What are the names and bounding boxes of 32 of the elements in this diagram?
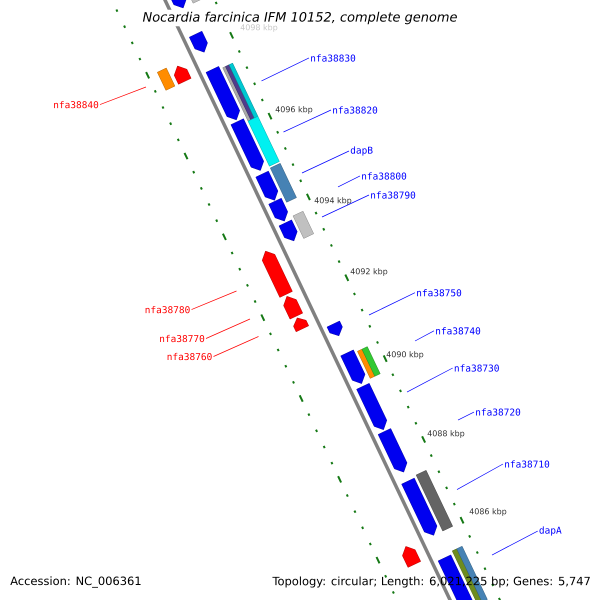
gene-label: nfa38750 — [417, 289, 462, 296]
gene-label: nfa38730 — [454, 364, 499, 372]
leader-line — [368, 292, 416, 316]
leader-line — [213, 336, 259, 357]
leader-line — [492, 530, 538, 556]
gene-label: nfa38820 — [333, 106, 378, 114]
leader-line — [206, 318, 250, 339]
leader-line — [283, 110, 332, 132]
leader-line — [338, 176, 360, 188]
gene-label: nfa38760 — [168, 352, 212, 360]
leader-line — [191, 290, 237, 310]
gene-label: nfa38780 — [146, 306, 190, 314]
gene-label: nfa38840 — [54, 100, 98, 108]
leader-line — [100, 86, 146, 105]
footer-text: Accession: NC_006361 — [10, 576, 141, 588]
gene-label: nfa38770 — [160, 334, 204, 342]
leader-line — [302, 150, 350, 174]
gene-label: nfa38800 — [362, 172, 406, 180]
footer-text: Topology: circular; Length: 6,021,225 bp; Genes: 5,747 — [272, 576, 590, 588]
gene-label: nfa38710 — [505, 460, 550, 468]
gene-label: nfa38720 — [476, 408, 520, 416]
gene-label: nfa38790 — [371, 191, 416, 199]
gene-label: dapB — [350, 146, 373, 156]
leader-line — [458, 412, 474, 420]
leader-line — [414, 330, 434, 342]
leader-line — [456, 464, 504, 490]
gene-label: dapA — [539, 526, 562, 536]
leader-line — [406, 368, 454, 392]
leader-line — [261, 58, 310, 82]
gene-label: nfa38830 — [311, 54, 356, 62]
gene-label: nfa38740 — [436, 327, 480, 334]
leader-line — [322, 194, 370, 218]
